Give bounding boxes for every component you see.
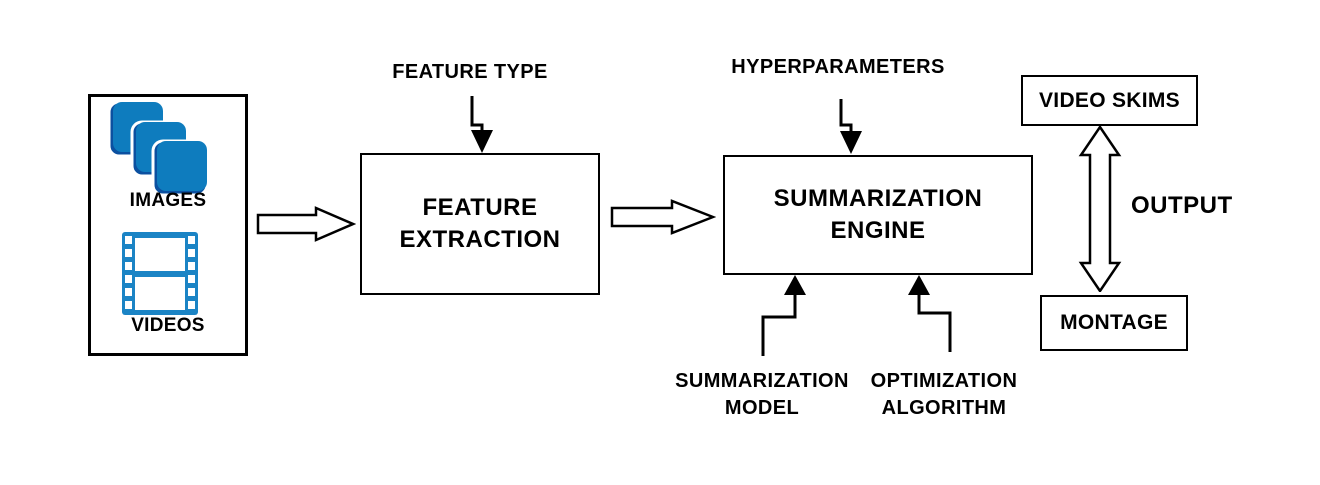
feature-type-arrow-icon bbox=[470, 96, 493, 153]
optimization-algorithm-label: OPTIMIZATION ALGORITHM bbox=[832, 368, 1056, 422]
output-double-arrow-icon bbox=[1078, 126, 1122, 292]
summarization-model-label-line1: SUMMARIZATION bbox=[675, 370, 849, 392]
input-to-feature-arrow-icon bbox=[256, 206, 356, 242]
feature-extraction-label-line2: EXTRACTION bbox=[399, 226, 561, 253]
optimization-algorithm-label-line1: OPTIMIZATION bbox=[870, 370, 1018, 392]
summarization-model-label-line2: MODEL bbox=[724, 397, 800, 419]
feature-to-engine-arrow-icon bbox=[610, 199, 716, 235]
videos-icon bbox=[122, 232, 198, 315]
montage-label: MONTAGE bbox=[1060, 311, 1168, 334]
summarization-engine-label-line1: SUMMARIZATION bbox=[773, 185, 983, 212]
output-label: OUTPUT bbox=[1131, 192, 1233, 219]
video-skims-box: VIDEO SKIMS bbox=[1021, 75, 1198, 126]
photo-front bbox=[151, 139, 208, 196]
summarization-engine-box: SUMMARIZATION ENGINE bbox=[723, 155, 1033, 275]
optimization-algorithm-arrow-icon bbox=[908, 275, 952, 352]
video-skims-label: VIDEO SKIMS bbox=[1039, 88, 1180, 112]
summarization-model-label: SUMMARIZATION MODEL bbox=[650, 368, 874, 422]
summarization-model-arrow-icon bbox=[761, 275, 806, 356]
montage-box: MONTAGE bbox=[1040, 295, 1188, 351]
images-label: IMAGES bbox=[129, 190, 207, 211]
feature-type-label: FEATURE TYPE bbox=[392, 61, 548, 83]
hyperparameters-arrow-icon bbox=[839, 99, 862, 154]
videos-label: VIDEOS bbox=[131, 315, 205, 336]
feature-extraction-box: FEATURE EXTRACTION bbox=[360, 153, 600, 295]
images-icon bbox=[108, 100, 208, 196]
summarization-engine-label-line2: ENGINE bbox=[830, 217, 926, 244]
optimization-algorithm-label-line2: ALGORITHM bbox=[881, 397, 1007, 419]
feature-extraction-label-line1: FEATURE bbox=[422, 194, 538, 221]
hyperparameters-label: HYPERPARAMETERS bbox=[731, 56, 945, 78]
